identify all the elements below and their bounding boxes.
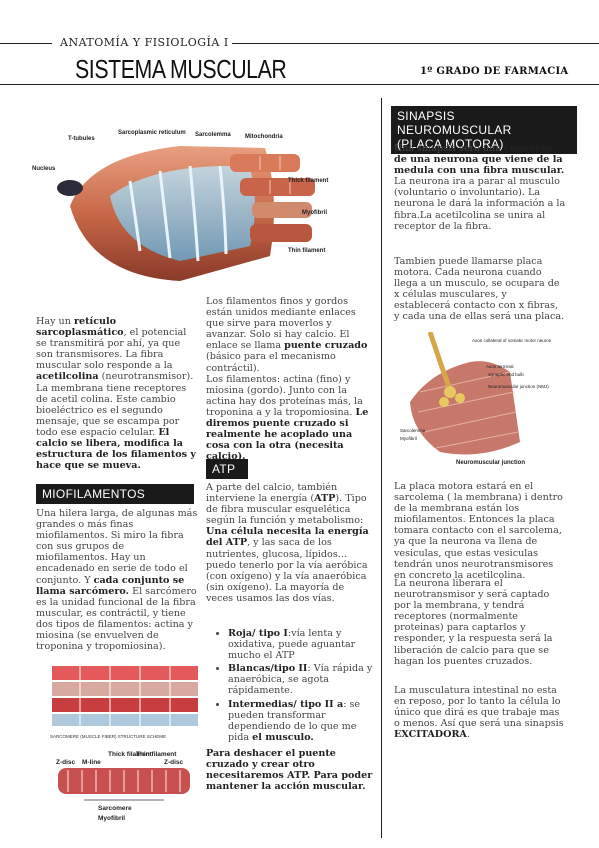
fiber-type-intermediate: Intermedias/ tipo II a: se pueden transf… xyxy=(228,699,374,743)
fiber-types-list: Roja/ tipo I:vía lenta y oxidativa, pued… xyxy=(206,628,374,745)
col2-paragraph-atp: A parte del calcio, también interviene l… xyxy=(206,482,369,604)
col3-paragraph-placa: Tambien puede llamarse placa motora. Cad… xyxy=(394,256,565,323)
col1-paragraph-reticulum: Hay un retículo sarcoplasmático, el pote… xyxy=(36,316,196,472)
header-rule-left xyxy=(0,43,52,44)
fig1-label-sarcolemma: Sarcolemma xyxy=(195,132,231,138)
fig1-label-nucleus: Nucleus xyxy=(32,166,56,172)
nmj-label-junction: Neuromuscular junction (NMJ) xyxy=(488,384,549,389)
col2-paragraph-filamentos: Los filamentos finos y gordos están unid… xyxy=(206,296,369,463)
fiber-type-white: Blancas/tipo II: Vía rápida y anaeróbica… xyxy=(228,663,374,696)
col3-paragraph-neurotransmisor: La neurona liberara el neurotransmisor y… xyxy=(394,578,553,667)
fig1-label-thin: Thin filament xyxy=(288,248,325,254)
atp-heading: ATP xyxy=(206,459,248,479)
sarcomere-scheme-figure: SARCOMERE (MUSCLE FIBER) STRUCTURE SCHEM… xyxy=(50,666,198,739)
sarc-label-mline: M-line xyxy=(82,759,101,766)
nmj-label-myofibril: Myofibril xyxy=(400,436,417,441)
nmj-caption: Neuromuscular junction xyxy=(456,460,525,466)
page-title: SISTEMA MUSCULAR xyxy=(75,54,287,84)
col3-paragraph-intestinal: La musculatura intestinal no esta en rep… xyxy=(394,685,564,741)
col3-paragraph-sinapsis: Una sinapsis será una conexión de una ne… xyxy=(394,143,566,232)
col2-paragraph-puente: Para deshacer el puente cruzado y crear … xyxy=(206,748,373,793)
column-divider xyxy=(381,98,382,838)
col1-paragraph-miofilamentos: Una hilera larga, de algunas más grandes… xyxy=(36,508,198,653)
fig1-label-t-tubules: T-tubules xyxy=(68,136,95,142)
header-rule-right xyxy=(232,43,599,44)
muscle-fiber-figure: T-tubules Sarcoplasmic reticulum Sarcole… xyxy=(32,130,328,281)
nmj-label-axon-terminal: Axon terminal xyxy=(486,364,514,369)
fig1-label-sarcoplasmic: Sarcoplasmic reticulum xyxy=(118,130,186,136)
sarcomere-scheme-caption: SARCOMERE (MUSCLE FIBER) STRUCTURE SCHEM… xyxy=(50,734,166,739)
neuromuscular-junction-figure: Axon collateral of somatic motor neuron … xyxy=(400,332,552,466)
nmj-label-sarcolemma: Sarcolemma xyxy=(400,428,426,433)
header-rule-bottom xyxy=(0,84,599,85)
sarc-label-zdisc-right: Z-disc xyxy=(164,759,184,766)
fig1-label-myofibril: Myofibril xyxy=(302,210,327,216)
sinapsis-heading: SINAPSIS NEUROMUSCULAR(PLACA MOTORA) xyxy=(391,106,577,154)
sarcomere-figure: Z-disc M-line Thick filament Thin filame… xyxy=(56,751,190,822)
course-name: ANATOMÍA Y FISIOLOGÍA I xyxy=(60,36,229,49)
miofilamentos-heading: MIOFILAMENTOS xyxy=(36,484,194,504)
col3-paragraph-sarcolema: La placa motora estará en el sarcolema (… xyxy=(394,481,563,581)
sarc-label-thick: Thick filament xyxy=(108,751,153,758)
sarc-label-thin: Thin filament xyxy=(136,751,177,758)
sarc-label-zdisc-left: Z-disc xyxy=(56,759,76,766)
sarc-label-myofibril: Myofibril xyxy=(98,815,125,822)
sarc-label-sarcomere: Sarcomere xyxy=(98,805,132,812)
fig1-label-thick: Thick filament xyxy=(288,178,328,184)
nmj-label-synaptic-bulb: Synaptic end bulb xyxy=(488,372,524,377)
fig1-label-mitochondria: Mitochondria xyxy=(245,134,283,140)
fiber-type-red: Roja/ tipo I:vía lenta y oxidativa, pued… xyxy=(228,628,374,661)
nmj-label-axon-collateral: Axon collateral of somatic motor neuron xyxy=(472,338,552,343)
grade-label: 1º GRADO DE FARMACIA xyxy=(420,66,569,77)
